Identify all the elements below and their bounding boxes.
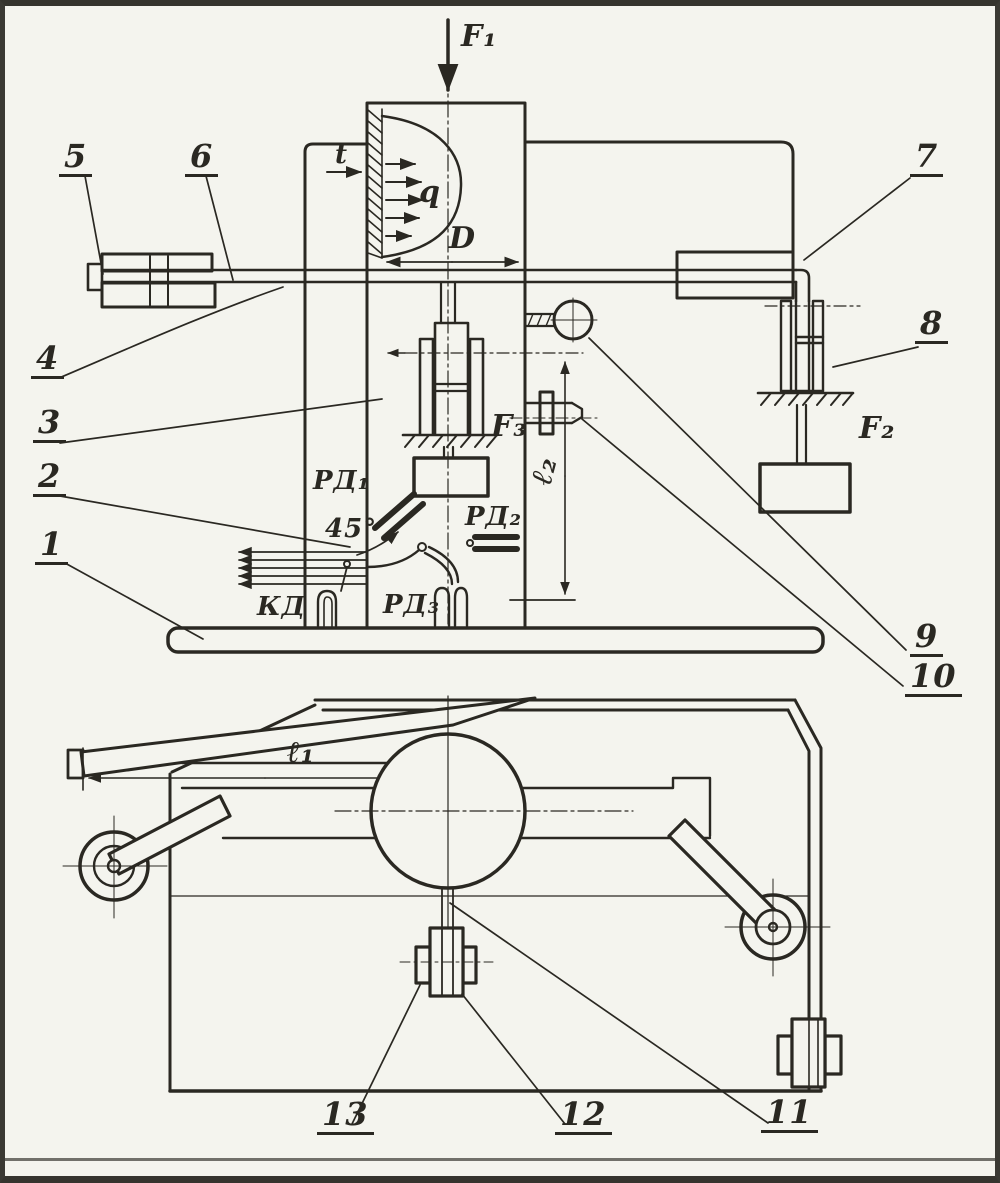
machine-schematic xyxy=(58,18,919,1125)
frame-left-wall xyxy=(303,142,369,630)
label-t: t xyxy=(335,140,349,170)
label-3: 3 xyxy=(33,406,67,443)
f3-piston-assembly xyxy=(401,281,499,498)
frame-right-wall xyxy=(524,140,795,254)
label-45deg: 45° xyxy=(325,514,378,544)
right-bracket xyxy=(675,250,795,300)
label-q: q xyxy=(419,175,441,210)
left-pulley-arm xyxy=(62,794,232,919)
upper-view xyxy=(58,18,919,687)
label-5: 5 xyxy=(59,140,93,177)
specimen-column xyxy=(365,101,527,630)
scan-artifact-line xyxy=(5,1158,995,1161)
lower-view xyxy=(62,695,843,1125)
label-l1: ℓ₁ xyxy=(287,735,315,770)
pressure-arrows xyxy=(385,158,424,242)
label-7: 7 xyxy=(910,140,944,177)
label-13: 13 xyxy=(317,1098,374,1135)
pressure-curve xyxy=(380,114,463,259)
lever-bar xyxy=(86,255,798,307)
right-ground-hatch xyxy=(756,391,855,406)
center-roller xyxy=(399,888,494,998)
label-9: 9 xyxy=(910,620,944,657)
strain-gauges xyxy=(316,491,520,628)
leader-lines-upper xyxy=(58,175,919,687)
label-11: 11 xyxy=(761,1096,818,1133)
label-6: 6 xyxy=(185,140,219,177)
label-rd1: РД₁ xyxy=(313,466,371,496)
l2-dimension xyxy=(509,361,576,601)
label-12: 12 xyxy=(555,1098,612,1135)
right-roller xyxy=(776,1017,843,1089)
label-rd2: РД₂ xyxy=(465,502,523,532)
label-f1: F₁ xyxy=(461,19,498,54)
label-8: 8 xyxy=(915,307,949,344)
wall-hatching xyxy=(367,108,383,259)
lever-elbow xyxy=(794,268,811,303)
damper xyxy=(779,299,825,393)
label-kd: КД xyxy=(257,592,306,622)
label-d: D xyxy=(449,221,477,256)
base-plate xyxy=(166,626,825,654)
f2-weight xyxy=(758,462,852,514)
f2-rod xyxy=(795,403,808,466)
label-f2: F₂ xyxy=(859,411,896,446)
table-body xyxy=(168,698,823,1093)
label-f3: F₃ xyxy=(491,409,528,444)
right-pulley-arm xyxy=(667,818,831,977)
label-1: 1 xyxy=(35,528,69,565)
sensor-cables xyxy=(238,546,368,590)
label-rd3: РД₃ xyxy=(383,590,441,620)
label-2: 2 xyxy=(33,460,67,497)
left-clamp xyxy=(100,252,217,309)
dial-indicator xyxy=(524,297,598,343)
label-10: 10 xyxy=(905,660,962,697)
label-4: 4 xyxy=(31,342,65,379)
leader-lines-lower xyxy=(351,902,769,1125)
